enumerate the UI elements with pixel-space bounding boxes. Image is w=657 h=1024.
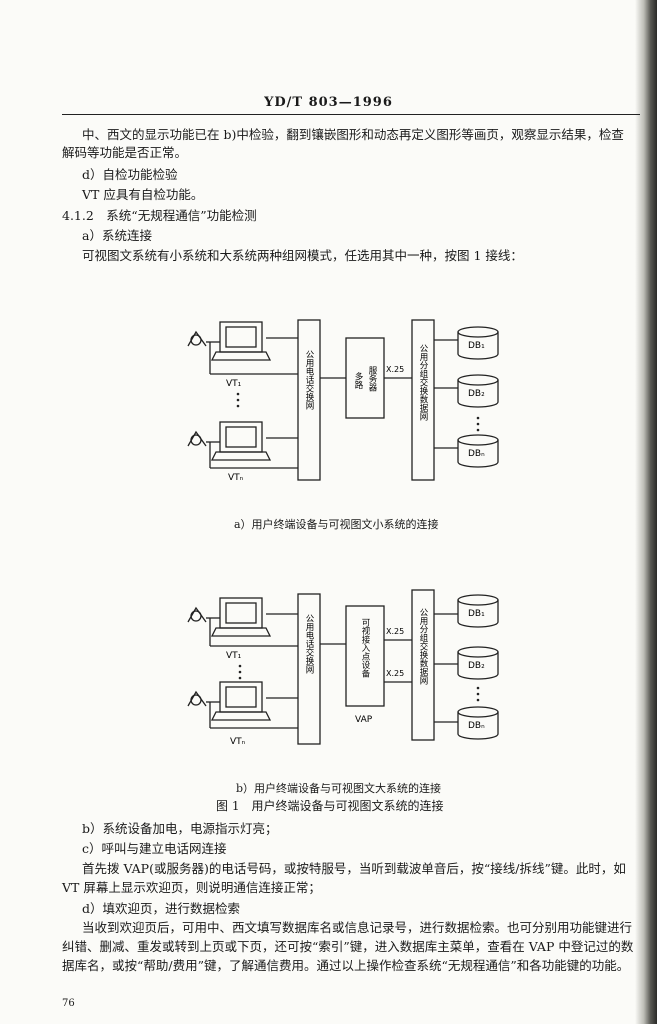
database-icon [457, 434, 499, 468]
paragraph-line: 可视图文系统有小系统和大系统两种组网模式，任选用其中一种，按图 1 接线： [82, 248, 523, 263]
database-icon [457, 326, 499, 360]
list-item-c: c）呼叫与建立电话网连接 [82, 841, 227, 856]
page-edge-shadow [635, 0, 657, 1024]
vap-box [345, 605, 385, 707]
vt1-label: VT₁ [226, 651, 242, 661]
figure-b-diagram: VT₁ VTₙ 公用电话交换网 可视接入点设备 VAP X.25 X.25 公用… [187, 589, 499, 747]
header-rule [62, 114, 640, 115]
database-icon [457, 706, 499, 740]
server-label-1: 服务器 [367, 366, 377, 392]
phone-network-label: 公用电话交换网 [304, 614, 314, 674]
list-item-d: d）填欢迎页，进行数据检索 [82, 901, 241, 916]
db1-label: DB₁ [468, 609, 485, 619]
data-network-label: 公用分组交换数据网 [418, 608, 428, 685]
x25-label: X.25 [386, 365, 404, 374]
page-number: 76 [62, 998, 75, 1009]
db2-label: DB₂ [468, 389, 485, 399]
vtn-label: VTₙ [228, 473, 244, 483]
paragraph-line: 中、西文的显示功能已在 b)中检验，翻到镶嵌图形和动态再定义图形等画页，观察显示… [82, 127, 624, 142]
paragraph-line: 当收到欢迎页后，可用中、西文填写数据库名或信息记录号，进行数据检索。也可分别用功… [82, 920, 633, 935]
paragraph-line: 解码等功能是否正常。 [62, 145, 188, 160]
db1-label: DB₁ [468, 341, 485, 351]
db2-label: DB₂ [468, 661, 485, 671]
vtn-label: VTₙ [230, 737, 246, 747]
paragraph-line: VT 屏幕上显示欢迎页，则说明通信连接正常； [62, 880, 321, 895]
packet-data-network-box [411, 589, 435, 741]
paragraph-line: VT 应具有自检功能。 [82, 187, 204, 202]
phone-network-label: 公用电话交换网 [304, 350, 314, 410]
vap-box-label: 可视接入点设备 [360, 618, 370, 678]
figure-a-diagram: VT₁ VTₙ 公用电话交换网 服务器 多路 X.25 公用分组交换数据网 DB… [187, 319, 499, 483]
data-network-label: 公用分组交换数据网 [418, 344, 428, 421]
paragraph-line: 据库名，或按“帮助/费用”键，了解通信费用。通过以上操作检查系统“无规程通信”和… [62, 958, 630, 973]
figure-a-caption: a）用户终端设备与可视图文小系统的连接 [234, 518, 439, 531]
server-label-2: 多路 [353, 371, 363, 390]
list-item-b: b）系统设备加电，电源指示灯亮； [82, 821, 278, 836]
list-item-a: a）系统连接 [82, 228, 152, 243]
paragraph-line: 纠错、删减、重发或转到上页或下页，还可按“索引”键，进入数据库主菜单，查看在 V… [62, 939, 634, 954]
phone-network-box [297, 593, 321, 745]
dbn-label: DBₙ [468, 449, 485, 459]
database-icon [457, 374, 499, 408]
database-icon [457, 594, 499, 628]
packet-data-network-box [411, 319, 435, 481]
database-icon [457, 646, 499, 680]
vap-label: VAP [355, 715, 373, 725]
server-box [345, 337, 385, 419]
running-header: YD/T 803—1996 [264, 95, 393, 110]
list-item-d: d）自检功能检验 [82, 167, 178, 182]
section-heading: 4.1.2 系统“无规程通信”功能检测 [62, 208, 257, 223]
x25-label-1: X.25 [386, 627, 404, 636]
phone-network-box [297, 319, 321, 481]
dbn-label: DBₙ [468, 721, 485, 731]
vt1-label: VT₁ [226, 379, 242, 389]
figure-b-caption: b）用户终端设备与可视图文大系统的连接 [236, 782, 442, 795]
x25-label-2: X.25 [386, 669, 404, 678]
figure-title: 图 1 用户终端设备与可视图文系统的连接 [216, 799, 444, 813]
paragraph-line: 首先拨 VAP(或服务器)的电话号码，或按特服号，当听到载波单音后，按“接线/拆… [82, 861, 626, 876]
